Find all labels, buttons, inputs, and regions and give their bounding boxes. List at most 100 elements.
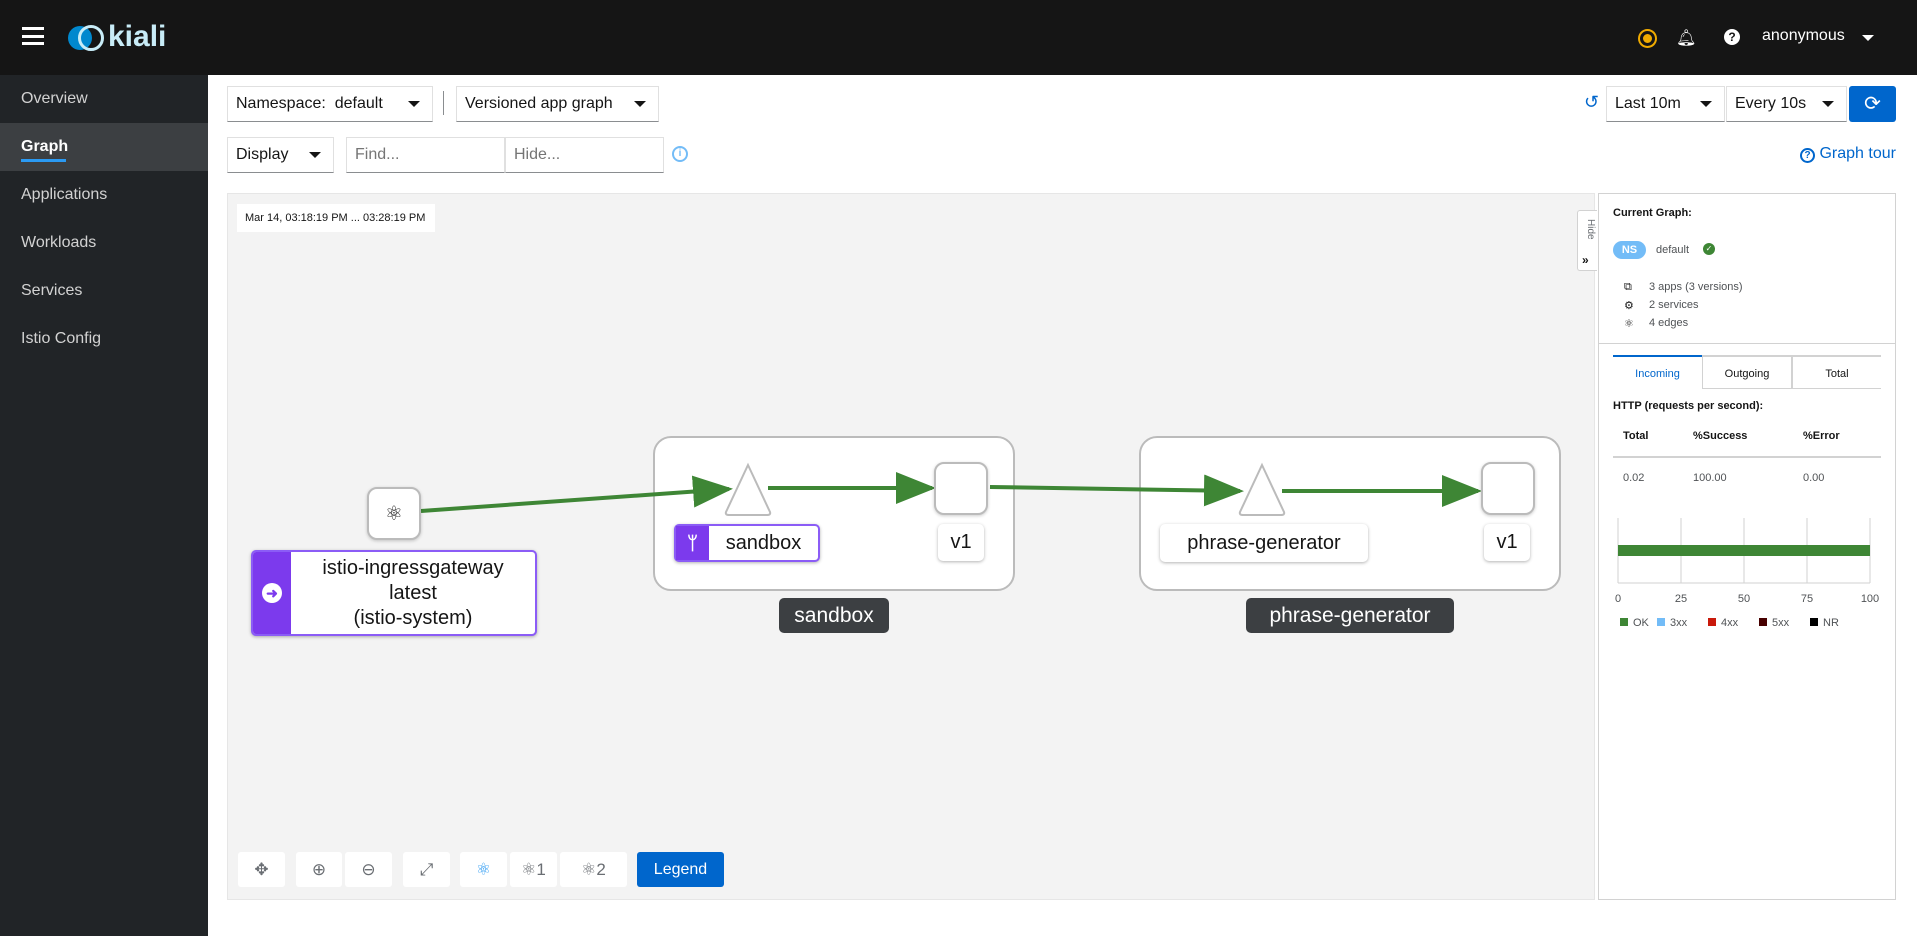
service-node-sandbox[interactable]: [724, 462, 772, 516]
help-icon[interactable]: ?: [1724, 29, 1740, 45]
masthead: kiali 🔔︎ ? anonymous: [0, 0, 1917, 75]
gateway-name: istio-ingressgateway: [322, 557, 504, 579]
find-input[interactable]: [346, 137, 505, 173]
brand-name: kiali: [108, 20, 167, 53]
legend-swatch-ok: [1620, 618, 1628, 626]
table-divider: [1613, 456, 1881, 458]
topology-icon: ⚛: [581, 860, 597, 879]
expand-icon: ⤢: [419, 860, 434, 879]
sidebar-item-overview[interactable]: Overview: [21, 90, 88, 107]
gateway-node-label[interactable]: ➜ istio-ingressgateway latest (istio-sys…: [251, 550, 537, 636]
divider: [1599, 343, 1895, 344]
tab-total[interactable]: Total: [1792, 355, 1881, 389]
caret-down-icon: [408, 101, 420, 107]
zoom-out-icon: ⊖: [361, 860, 376, 879]
caret-down-icon: [1822, 101, 1834, 107]
caret-down-icon: [634, 101, 646, 107]
layout-2-label: 2: [596, 860, 606, 879]
graph-type-dropdown[interactable]: Versioned app graph: [456, 86, 659, 122]
sidebar: Overview Graph Applications Workloads Se…: [0, 75, 208, 936]
apps-icon: ⧉: [1624, 281, 1632, 293]
phrase-generator-version-label[interactable]: v1: [1484, 524, 1530, 561]
edges-count: 4 edges: [1649, 317, 1689, 329]
legend-label-5xx: 5xx: [1772, 617, 1790, 629]
time-range-label: Mar 14, 03:18:19 PM ... 03:28:19 PM: [237, 204, 435, 232]
namespace-name[interactable]: default: [1656, 244, 1690, 256]
legend-label-nr: NR: [1823, 617, 1839, 629]
gateway-node[interactable]: ⚛: [367, 487, 421, 540]
tab-incoming[interactable]: Incoming: [1613, 355, 1702, 389]
sidebar-item-istio-config[interactable]: Istio Config: [21, 330, 102, 347]
panel-title: Current Graph:: [1613, 207, 1692, 219]
graph-type-value: Versioned app graph: [465, 95, 613, 112]
zoom-in-button[interactable]: ⊕: [296, 852, 342, 887]
workload-node-sandbox-v1[interactable]: [934, 462, 988, 515]
refresh-interval-dropdown[interactable]: Every 10s: [1726, 86, 1847, 122]
sidebar-item-applications[interactable]: Applications: [21, 186, 108, 203]
pan-button[interactable]: ✥: [238, 852, 285, 887]
col-success: %Success: [1693, 430, 1748, 442]
legend-swatch-nr: [1810, 618, 1818, 626]
workload-node-phrase-generator-v1[interactable]: [1481, 462, 1535, 515]
legend-swatch-3xx: [1657, 618, 1665, 626]
zoom-out-button[interactable]: ⊖: [345, 852, 392, 887]
sidebar-item-services[interactable]: Services: [21, 282, 83, 299]
sidebar-item-workloads[interactable]: Workloads: [21, 234, 97, 251]
topology-icon: ⚛: [521, 860, 537, 879]
topology-icon: ⚛: [475, 860, 492, 879]
phrase-generator-app-label[interactable]: phrase-generator: [1160, 524, 1368, 562]
refresh-button[interactable]: ⟳: [1849, 86, 1896, 122]
zoom-in-icon: ⊕: [311, 860, 327, 879]
hamburger-icon[interactable]: [22, 27, 44, 45]
legend-label-3xx: 3xx: [1670, 617, 1688, 629]
hide-panel-tab[interactable]: Hide »: [1577, 210, 1597, 271]
value-error: 0.00: [1803, 472, 1825, 484]
display-dropdown[interactable]: Display: [227, 137, 334, 173]
gateway-version: latest: [389, 582, 437, 604]
topology-icon: ⚛: [385, 503, 403, 525]
sidebar-item-graph[interactable]: Graph: [0, 123, 208, 171]
duration-dropdown[interactable]: Last 10m: [1606, 86, 1725, 122]
caret-down-icon: [309, 152, 321, 158]
col-total: Total: [1623, 430, 1649, 442]
sandbox-group-label[interactable]: sandbox: [779, 598, 889, 633]
edge-gateway-sandbox[interactable]: [420, 475, 733, 513]
layout-2-button[interactable]: ⚛2: [560, 852, 627, 887]
services-icon: ⚙: [1624, 300, 1634, 312]
gateway-badge: ➜: [253, 552, 291, 634]
sandbox-version-label[interactable]: v1: [938, 524, 984, 561]
display-label: Display: [236, 146, 289, 163]
tick-label: 25: [1675, 593, 1687, 605]
chevron-down-icon[interactable]: [1862, 35, 1874, 41]
http-title: HTTP (requests per second):: [1613, 400, 1764, 412]
edges-icon: ⚛: [1624, 318, 1634, 330]
bell-icon[interactable]: 🔔︎: [1676, 30, 1697, 47]
namespace-value: default: [334, 95, 383, 112]
double-chevron-right-icon: »: [1582, 253, 1589, 267]
tick-label: 50: [1738, 593, 1750, 605]
graph-tour-link[interactable]: ? Graph tour: [1800, 145, 1896, 163]
layout-1-button[interactable]: ⚛1: [510, 852, 557, 887]
service-node-phrase-generator[interactable]: [1238, 462, 1286, 516]
hide-input[interactable]: [505, 137, 664, 173]
fit-button[interactable]: ⤢: [403, 852, 450, 887]
legend-button[interactable]: Legend: [637, 852, 724, 887]
legend-label-4xx: 4xx: [1721, 617, 1739, 629]
status-dot-icon[interactable]: [1640, 31, 1655, 46]
kiali-logo[interactable]: kiali: [68, 20, 188, 54]
info-icon[interactable]: i: [672, 146, 688, 162]
edge-sandbox-phrase-generator[interactable]: [989, 474, 1244, 507]
sandbox-app-label[interactable]: ᛘ sandbox: [674, 524, 820, 562]
graph-tour-label: Graph tour: [1819, 145, 1896, 162]
arrow-circle-right-icon: ➜: [262, 583, 282, 603]
namespace-dropdown[interactable]: Namespace: default: [227, 86, 433, 122]
layout-default-button[interactable]: ⚛: [460, 852, 507, 887]
phrase-generator-group-label[interactable]: phrase-generator: [1246, 598, 1454, 633]
user-menu[interactable]: anonymous: [1762, 27, 1845, 44]
tab-outgoing[interactable]: Outgoing: [1702, 355, 1792, 389]
sandbox-app-name: sandbox: [725, 532, 802, 554]
ns-badge: NS: [1613, 241, 1646, 259]
tick-label: 100: [1861, 593, 1879, 605]
